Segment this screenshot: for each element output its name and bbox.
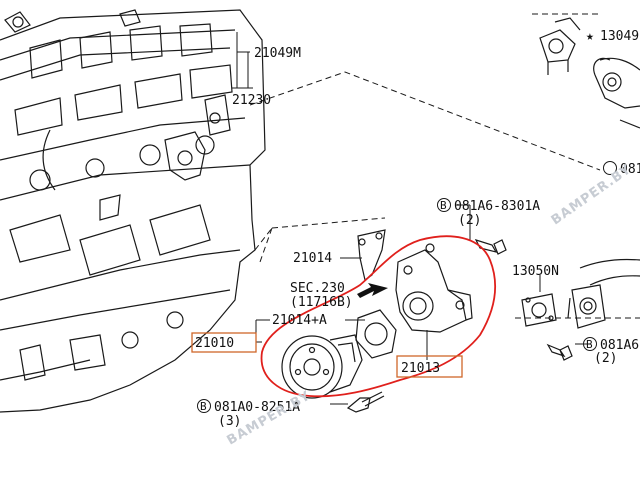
- right-edge-marks: [603, 161, 617, 175]
- part-label-21014: 21014: [293, 251, 332, 266]
- projection-lines: [249, 13, 640, 319]
- bolt-qty-081a6-8301a: (2): [458, 213, 481, 228]
- bolt-label-081a6-8301a: 081A6-8301A: [454, 199, 540, 214]
- gasket-13050n-illustration: [521, 293, 557, 327]
- thermostat-housing-illustration: [539, 17, 640, 129]
- part-label-21010: 21010: [195, 336, 234, 351]
- section-label: SEC.230: [290, 281, 345, 296]
- bolt-label-081a6: 081A6: [600, 338, 639, 353]
- gasket-21014-illustration: [357, 229, 386, 282]
- b-marker-text-1: B: [440, 199, 447, 212]
- bolt-illustrations: [346, 239, 573, 413]
- box-21013: [396, 355, 463, 378]
- water-inlet-21013-illustration: [395, 243, 473, 333]
- part-label-21230: 21230: [232, 93, 271, 108]
- water-pump-21010-illustration: [281, 334, 363, 399]
- part-label-13049: 13049: [600, 29, 639, 44]
- part-label-21049m: 21049M: [254, 46, 301, 61]
- part-label-21014a: 21014+A: [272, 313, 327, 328]
- engine-block-illustration: [0, 9, 266, 413]
- part-label-13050n: 13050N: [512, 264, 559, 279]
- water-outlet-pipe-illustration: [567, 258, 640, 329]
- part-label-13049-star: ★: [586, 29, 594, 44]
- part-label-081-right: 081: [620, 162, 640, 177]
- section-sublabel: (11716B): [290, 295, 353, 310]
- b-markers: [197, 198, 597, 413]
- watermark-right: BAMPER.BY: [549, 162, 635, 228]
- highlight-outline: [260, 235, 497, 398]
- bolt-label-081a0-8251a: 081A0-8251A: [214, 400, 300, 415]
- bolt-qty-081a0-8251a: (3): [218, 414, 241, 429]
- part-label-21013: 21013: [401, 361, 440, 376]
- direction-arrow: [357, 283, 388, 298]
- box-21010: [191, 332, 257, 353]
- gasket-21014a-illustration: [355, 309, 397, 359]
- leader-lines: [232, 32, 590, 405]
- b-marker-text-3: B: [200, 400, 207, 413]
- bolt-qty-081a6: (2): [594, 351, 617, 366]
- b-marker-text-2: B: [586, 338, 593, 351]
